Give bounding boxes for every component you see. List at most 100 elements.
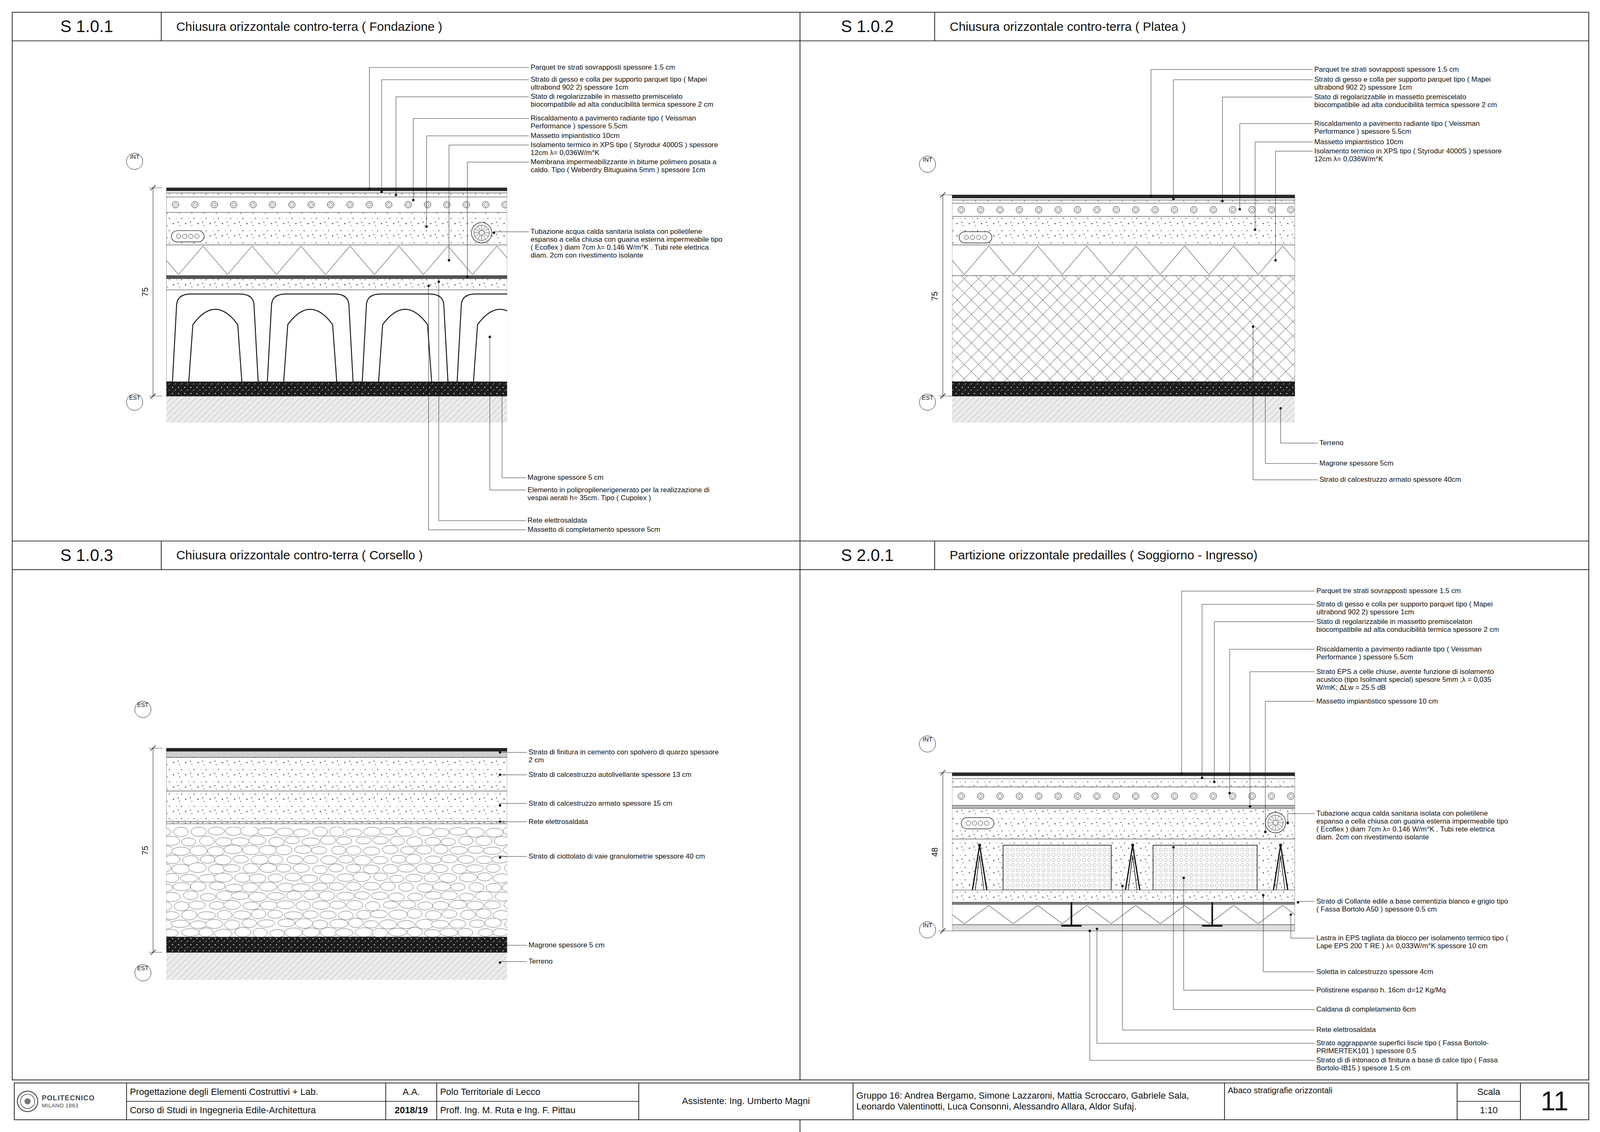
- leader-dot: [427, 284, 430, 288]
- gravel-stone: [166, 911, 180, 920]
- mesh-bar: [257, 820, 260, 823]
- gravel-stone: [373, 872, 388, 881]
- dimension-extension: [938, 194, 953, 195]
- pipe-core: [182, 234, 188, 239]
- parquet-layer: [952, 195, 1295, 198]
- gravel-stone: [425, 837, 441, 846]
- gravel-stone: [495, 891, 508, 901]
- gravel-stone: [252, 927, 268, 937]
- pipe-insulation: [474, 232, 480, 233]
- title-block-text: Progettazione degli Elementi Costruttivi…: [130, 1086, 319, 1098]
- ground-layer: [952, 395, 1295, 423]
- mesh-bar: [391, 820, 394, 823]
- mesh-bar: [355, 820, 358, 823]
- gravel-stone: [166, 835, 180, 845]
- leader-dot: [1228, 791, 1231, 795]
- gravel-stone: [259, 862, 277, 873]
- title-block-cell: Abaco stratigrafie orizzontali: [1224, 1082, 1458, 1120]
- pipe-insulation: [481, 225, 482, 230]
- title-block-text: Scala: [1477, 1086, 1501, 1098]
- heating-tube: [977, 206, 985, 213]
- gravel-stone: [223, 864, 240, 872]
- heating-tube: [1035, 792, 1043, 800]
- lean-concrete-layer: [166, 381, 508, 396]
- title-block-text: Abaco stratigrafie orizzontali: [1227, 1085, 1333, 1095]
- gravel-stone: [188, 862, 207, 873]
- gravel-stone: [440, 927, 458, 936]
- leader-line: [1202, 604, 1315, 778]
- heating-tube: [1190, 206, 1198, 213]
- side-label: INT: [922, 921, 933, 929]
- heating-tube: [173, 202, 178, 207]
- leader-dot: [1296, 900, 1300, 904]
- side-marker: EST: [134, 964, 152, 981]
- mesh-bar: [367, 820, 370, 823]
- steel-prop: [1070, 902, 1073, 926]
- gravel-stone: [466, 900, 484, 910]
- layer-callout: Stato di regolarizzabile in massetto pre…: [1316, 617, 1513, 634]
- section-corsello: [166, 747, 508, 980]
- title-block-text: Assistente: Ing. Umberto Magni: [682, 1095, 810, 1107]
- gravel-stone: [338, 910, 353, 920]
- title-block-divider: [126, 1100, 639, 1102]
- ground-line: [166, 395, 508, 397]
- heating-tube: [998, 207, 1002, 212]
- leader-dot: [1264, 387, 1267, 390]
- pipe-insulation: [475, 233, 480, 237]
- heating-tube: [1016, 792, 1023, 800]
- gravel-stone: [166, 929, 179, 937]
- dimension-extension: [149, 395, 163, 397]
- detail-code: S 1.0.2: [800, 12, 935, 41]
- gravel-stone: [380, 881, 396, 891]
- pipe-insulation: [1277, 822, 1283, 823]
- mesh-bar: [245, 820, 248, 823]
- heating-tube: [996, 206, 1004, 213]
- heating-tube: [978, 794, 983, 798]
- pipe-insulation: [477, 226, 481, 231]
- steel-prop: [1211, 902, 1213, 926]
- gravel-stone: [180, 874, 198, 882]
- mesh-bar: [183, 820, 186, 823]
- gravel-stone: [285, 836, 300, 844]
- gravel-stone: [425, 855, 442, 864]
- gravel-stone: [319, 873, 335, 883]
- heating-tube: [1248, 792, 1256, 800]
- cupolex-dome: [362, 293, 448, 382]
- dimension-extension: [149, 951, 163, 953]
- leader-line: [1252, 326, 1318, 480]
- heating-tube: [1230, 794, 1235, 798]
- gravel-stone: [302, 927, 320, 937]
- glue-layer: [952, 775, 1295, 779]
- pipe-insulation: [1277, 823, 1283, 827]
- side-label: EST: [137, 701, 149, 708]
- title-block-text: 2018/19: [394, 1104, 428, 1116]
- levelling-layer: [952, 778, 1295, 788]
- predalle-layer: [952, 838, 1295, 890]
- heating-tube: [1132, 792, 1140, 800]
- title-block-text: 11: [1540, 1085, 1569, 1118]
- gravel-stone: [166, 883, 173, 892]
- gravel-stone: [248, 892, 267, 902]
- gravel-stone: [478, 928, 493, 937]
- gravel-stone: [267, 910, 283, 919]
- logo-name: POLITECNICO: [41, 1093, 127, 1103]
- leader-line: [1265, 701, 1315, 832]
- gravel-stone: [440, 837, 456, 846]
- leader-dot: [1150, 194, 1153, 198]
- gravel-stone: [270, 929, 285, 937]
- gravel-stone: [207, 846, 225, 856]
- leader-dot: [1286, 821, 1290, 824]
- heating-tube: [193, 202, 197, 207]
- title-block-cell: Assistente: Ing. Umberto Magni: [638, 1082, 853, 1120]
- gravel-stone: [458, 835, 474, 845]
- gravel-stone: [417, 883, 433, 893]
- cupolex-dome: [283, 309, 337, 382]
- leader-dot: [1238, 207, 1242, 211]
- layer-callout: Magrone spessore 5cm: [1319, 459, 1516, 468]
- detail-title: Chiusura orizzontale contro-terra ( Cors…: [176, 540, 423, 570]
- heating-tube: [1192, 794, 1196, 798]
- title-block-text: Corso di Studi in Ingegneria Edile-Archi…: [130, 1104, 316, 1116]
- side-label: INT: [922, 735, 933, 743]
- heating-tube: [977, 792, 985, 800]
- gravel-stone: [494, 835, 508, 846]
